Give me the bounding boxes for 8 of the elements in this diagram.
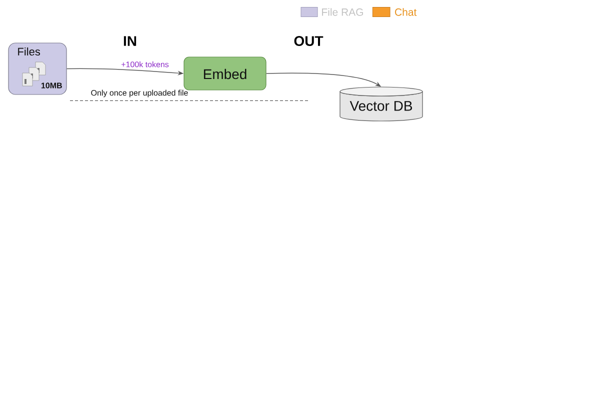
legend-label: Chat [395, 8, 417, 16]
column-heading: OUT [294, 36, 324, 46]
process-box: Embed [184, 56, 266, 90]
database-cylinder: Vector DB [340, 86, 423, 122]
column-heading: IN [124, 36, 136, 46]
edge-label: +100k tokens [122, 61, 169, 68]
legend-label: File RAG [322, 8, 363, 16]
note-text: Only once per uploaded file [91, 90, 188, 98]
